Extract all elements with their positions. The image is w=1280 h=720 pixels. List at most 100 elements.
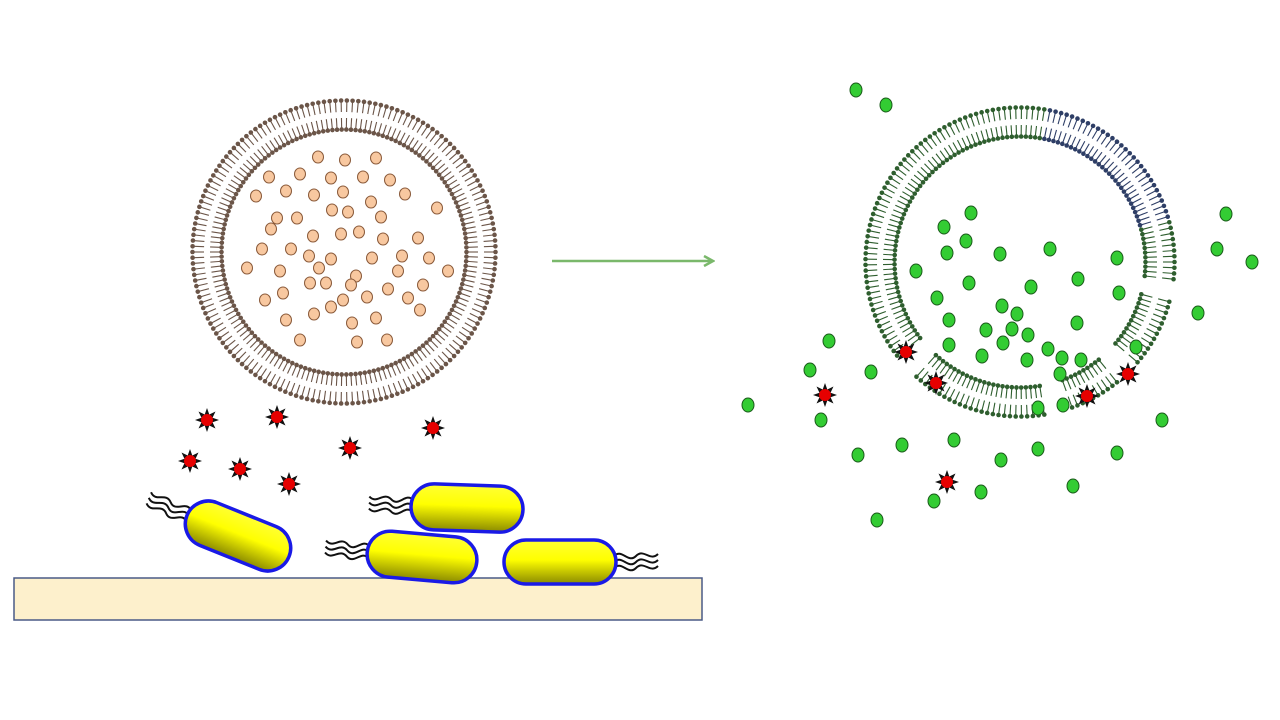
lipid-pair [1113, 159, 1140, 183]
lipid-pair [192, 272, 226, 283]
lipid-pair [190, 254, 224, 261]
released-cargo-group [741, 82, 1259, 528]
cargo-molecule-icon [280, 313, 292, 327]
cargo-molecule-icon [1020, 352, 1034, 368]
lipid-pair [464, 249, 498, 255]
lipid-pair [902, 157, 929, 182]
lipid-pair [984, 108, 996, 142]
lipid-pair [310, 369, 321, 403]
cargo-molecule-icon [307, 229, 319, 243]
cargo-molecule-icon [402, 291, 414, 305]
lipid-pair [1051, 110, 1064, 144]
lipid-pair [952, 119, 970, 151]
cargo-molecule-icon [392, 264, 404, 278]
lipid-pair [464, 254, 498, 261]
lipid-pair [220, 158, 249, 181]
lipid-pair [458, 286, 491, 300]
cargo-molecule-icon [895, 437, 909, 453]
cargo-molecule-icon [396, 249, 408, 263]
lipid-pair [909, 148, 935, 175]
cargo-molecule-icon [357, 170, 369, 184]
lipid-pair [882, 185, 913, 204]
lipid-pair [1138, 219, 1172, 233]
lipid-pair [1092, 360, 1115, 389]
lipid-pair [867, 222, 901, 235]
lipid-pair [462, 221, 496, 232]
lipid-pair [217, 319, 246, 341]
lipid-pair [877, 311, 909, 329]
cargo-molecule-icon [313, 261, 325, 275]
lipid-pair [947, 371, 966, 402]
lipid-pair [210, 311, 241, 331]
bacterium-icon [502, 538, 659, 586]
lipid-pair [444, 168, 475, 189]
cargo-molecule-icon [353, 225, 365, 239]
toxin-icon [1116, 362, 1140, 386]
lipid-pair [433, 149, 461, 174]
lipid-pair [968, 378, 983, 411]
lipid-pair [424, 137, 449, 164]
lipid-pair [321, 99, 331, 133]
lipid-pair [397, 358, 416, 390]
lipid-pair [869, 294, 902, 307]
lipid-pair [203, 299, 235, 316]
lipid-pair [277, 360, 295, 392]
cargo-molecule-icon [1043, 241, 1057, 257]
lipid-pair [879, 315, 911, 334]
lipid-pair [1077, 123, 1096, 154]
lipid-pair [205, 303, 237, 321]
cargo-molecule-icon [996, 335, 1010, 351]
lipid-pair [1143, 259, 1177, 265]
lipid-pair [952, 373, 970, 405]
lipid-pair [224, 154, 252, 178]
cargo-molecule-icon [342, 205, 354, 219]
lipid-pair [198, 290, 231, 305]
lipid-pair [449, 178, 480, 197]
lipid-pair [453, 299, 485, 316]
lipid-pair [203, 188, 235, 205]
toxin-icon [195, 408, 219, 432]
lipid-pair [288, 364, 304, 397]
lipid-pair [244, 343, 268, 371]
lipid-pair [957, 375, 974, 407]
cargo-molecule-icon [312, 150, 324, 164]
lipid-pair [1028, 105, 1036, 140]
lipid-pair [1136, 208, 1169, 224]
cargo-molecule-icon [864, 364, 878, 380]
lipid-pair [267, 117, 287, 148]
lipid-pair [1001, 106, 1010, 140]
bacterium-icon [368, 482, 525, 534]
cargo-molecule-icon [1210, 241, 1224, 257]
cargo-molecule-icon [325, 252, 337, 266]
lipid-pair [1137, 214, 1171, 228]
lipid-pair [905, 153, 932, 178]
lipid-pair [882, 320, 913, 339]
cargo-molecule-icon [265, 222, 277, 236]
lipid-pair [208, 307, 239, 326]
lipid-pair [1118, 168, 1147, 191]
toxin-icon [228, 457, 252, 481]
lipid-pair [197, 286, 230, 300]
lipid-pair [393, 360, 411, 392]
lipid-pair [1055, 112, 1069, 145]
lipid-pair [962, 377, 978, 409]
lipid-pair [1068, 118, 1086, 150]
lipid-pair [1088, 132, 1111, 162]
lipid-pair [461, 277, 494, 289]
cargo-molecule-icon [1112, 285, 1126, 301]
ruptured-vesicle-membrane-icon [863, 105, 1177, 419]
cargo-molecule-icon [423, 251, 435, 265]
lipid-pair [1001, 384, 1010, 418]
lipid-pair [362, 370, 372, 404]
lipid-pair [1130, 193, 1162, 211]
lipid-pair [1124, 177, 1154, 198]
lipid-pair [231, 333, 258, 359]
lipid-pair [413, 349, 435, 378]
lipid-pair [1081, 126, 1101, 157]
lipid-pair [272, 114, 291, 146]
lipid-pair [914, 145, 939, 172]
lipid-pair [195, 281, 229, 294]
cargo-molecule-icon [1031, 441, 1045, 457]
lipid-pair [191, 226, 226, 236]
lipid-pair [885, 324, 915, 344]
